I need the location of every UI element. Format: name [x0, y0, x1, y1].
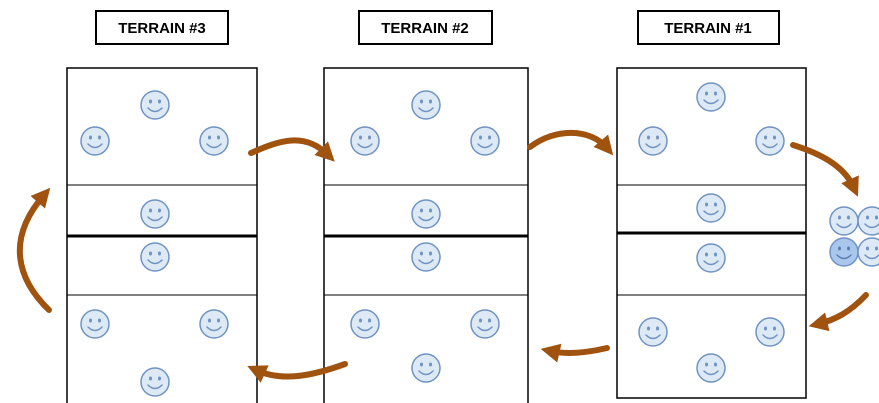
smiley-face-icon [829, 206, 859, 236]
smiley-face-icon [696, 82, 726, 112]
smiley-face-icon [411, 199, 441, 229]
terrain-label-2: TERRAIN #2 [358, 10, 493, 45]
smiley-face-icon [140, 242, 170, 272]
smiley-face-icon [140, 367, 170, 397]
terrain-court-2 [323, 67, 529, 403]
smiley-face-icon [140, 199, 170, 229]
terrain-label-1-text: TERRAIN #1 [664, 20, 752, 37]
terrain-label-2-text: TERRAIN #2 [381, 20, 469, 37]
curved-arrow-icon [790, 142, 859, 197]
smiley-face-icon [80, 126, 110, 156]
curved-arrow-icon [808, 292, 869, 332]
smiley-face-icon [755, 317, 785, 347]
terrain-court-1 [616, 67, 807, 399]
smiley-face-icon [470, 309, 500, 339]
curved-arrow-icon [16, 187, 52, 313]
smiley-face-icon [199, 309, 229, 339]
smiley-face-icon [350, 309, 380, 339]
terrain-label-3: TERRAIN #3 [95, 10, 229, 45]
terrain-court-3 [66, 67, 258, 403]
smiley-face-icon [411, 242, 441, 272]
curved-arrow-icon [248, 137, 335, 162]
smiley-face-icon [696, 193, 726, 223]
terrain-label-3-text: TERRAIN #3 [118, 20, 206, 37]
smiley-face-icon [411, 353, 441, 383]
smiley-face-icon [829, 237, 859, 267]
smiley-face-icon [755, 126, 785, 156]
smiley-face-icon [140, 90, 170, 120]
terrain-label-1: TERRAIN #1 [637, 10, 780, 45]
smiley-face-icon [696, 353, 726, 383]
smiley-face-icon [470, 126, 500, 156]
smiley-face-icon [80, 309, 110, 339]
smiley-face-icon [199, 126, 229, 156]
smiley-face-icon [638, 126, 668, 156]
curved-arrow-icon [247, 361, 348, 383]
smiley-face-icon [857, 237, 879, 267]
smiley-face-icon [411, 90, 441, 120]
smiley-face-icon [350, 126, 380, 156]
curved-arrow-icon [540, 343, 610, 363]
smiley-face-icon [857, 206, 879, 236]
smiley-face-icon [638, 317, 668, 347]
waiting-group [829, 206, 879, 267]
curved-arrow-icon [527, 129, 614, 156]
smiley-face-icon [696, 243, 726, 273]
